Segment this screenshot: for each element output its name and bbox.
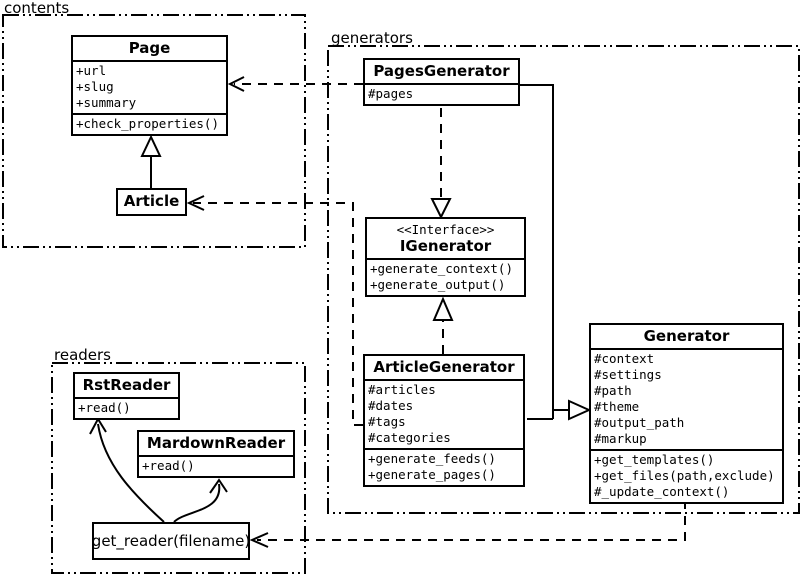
attribute-row: #output_path — [594, 415, 685, 430]
attribute-row: #markup — [594, 431, 647, 446]
method-row: +get_files(path,exclude) — [594, 468, 775, 483]
attribute-row: #pages — [368, 86, 414, 101]
dependency-arrow-generator-getreader — [249, 500, 686, 548]
class-page: Page +url +slug +summary +check_properti… — [71, 35, 228, 136]
class-page-title: Page — [128, 39, 171, 57]
class-article: Article — [116, 188, 187, 216]
attribute-row: #categories — [368, 430, 451, 445]
package-border-generators — [327, 45, 800, 514]
class-articlegenerator-attributes: #articles #dates #tags #categories — [365, 379, 523, 448]
attribute-row: #dates — [368, 398, 414, 413]
method-row: +generate_output() — [370, 277, 506, 292]
class-page-attributes: +url +slug +summary — [73, 60, 226, 113]
class-generator: Generator #context #settings #path #them… — [589, 323, 784, 504]
generalization-arrow-generators-generator — [520, 84, 592, 421]
package-border-readers — [51, 362, 306, 574]
class-igenerator: <<Interface>> IGenerator +generate_conte… — [365, 217, 526, 297]
method-row: +generate_feeds() — [368, 451, 496, 466]
arrow-getreader-mardownreader — [173, 478, 228, 523]
class-articlegenerator: ArticleGenerator #articles #dates #tags … — [363, 354, 525, 487]
attribute-row: #context — [594, 351, 655, 366]
package-label-generators: generators — [331, 29, 413, 47]
method-row: +get_templates() — [594, 452, 715, 467]
class-rstreader-title: RstReader — [82, 376, 171, 394]
attribute-row: #tags — [368, 414, 406, 429]
attribute-row: #articles — [368, 382, 436, 397]
class-page-methods: +check_properties() — [73, 113, 226, 134]
attribute-row: +url — [76, 63, 107, 78]
class-rstreader: RstReader +read() — [73, 372, 180, 420]
class-rstreader-methods: +read() — [75, 397, 178, 418]
realization-arrow-pagesgenerator-igenerator — [430, 108, 452, 220]
class-pagesgenerator-attributes: #pages — [365, 83, 518, 104]
class-pagesgenerator: PagesGenerator #pages — [363, 58, 520, 106]
method-row: +read() — [78, 400, 131, 415]
class-igenerator-methods: +generate_context() +generate_output() — [367, 258, 524, 295]
realization-arrow-articlegenerator-igenerator — [432, 296, 454, 354]
class-pagesgenerator-title: PagesGenerator — [373, 62, 510, 80]
class-mardownreader: MardownReader +read() — [137, 430, 295, 478]
class-generator-attributes: #context #settings #path #theme #output_… — [591, 348, 782, 449]
dependency-arrow-pagesgenerator-page — [227, 76, 363, 92]
attribute-row: #settings — [594, 367, 662, 382]
class-mardownreader-methods: +read() — [139, 455, 293, 476]
function-box-get-reader: get_reader(filename) — [92, 522, 250, 560]
attribute-row: +slug — [76, 79, 114, 94]
method-row: +read() — [142, 458, 195, 473]
package-border-contents — [2, 14, 306, 248]
class-igenerator-stereotype: <<Interface>> — [396, 222, 495, 237]
attribute-row: +summary — [76, 95, 137, 110]
class-igenerator-header: <<Interface>> IGenerator — [367, 219, 524, 258]
method-row: #_update_context() — [594, 484, 730, 499]
function-box-get-reader-label: get_reader(filename) — [91, 532, 251, 550]
generalization-arrow-article-page — [140, 134, 162, 188]
class-generator-methods: +get_templates() +get_files(path,exclude… — [591, 449, 782, 502]
method-row: +generate_pages() — [368, 467, 496, 482]
class-igenerator-title: IGenerator — [399, 237, 492, 255]
attribute-row: #theme — [594, 399, 640, 414]
class-articlegenerator-methods: +generate_feeds() +generate_pages() — [365, 448, 523, 485]
class-articlegenerator-title: ArticleGenerator — [373, 358, 515, 376]
dependency-arrow-articlegenerator-article — [186, 195, 363, 426]
attribute-row: #path — [594, 383, 632, 398]
package-label-readers: readers — [54, 346, 111, 364]
method-row: +check_properties() — [76, 116, 219, 131]
package-label-contents: contents — [4, 0, 70, 17]
class-article-title: Article — [123, 192, 180, 210]
method-row: +generate_context() — [370, 261, 513, 276]
class-mardownreader-title: MardownReader — [146, 434, 286, 452]
class-generator-title: Generator — [643, 327, 730, 345]
